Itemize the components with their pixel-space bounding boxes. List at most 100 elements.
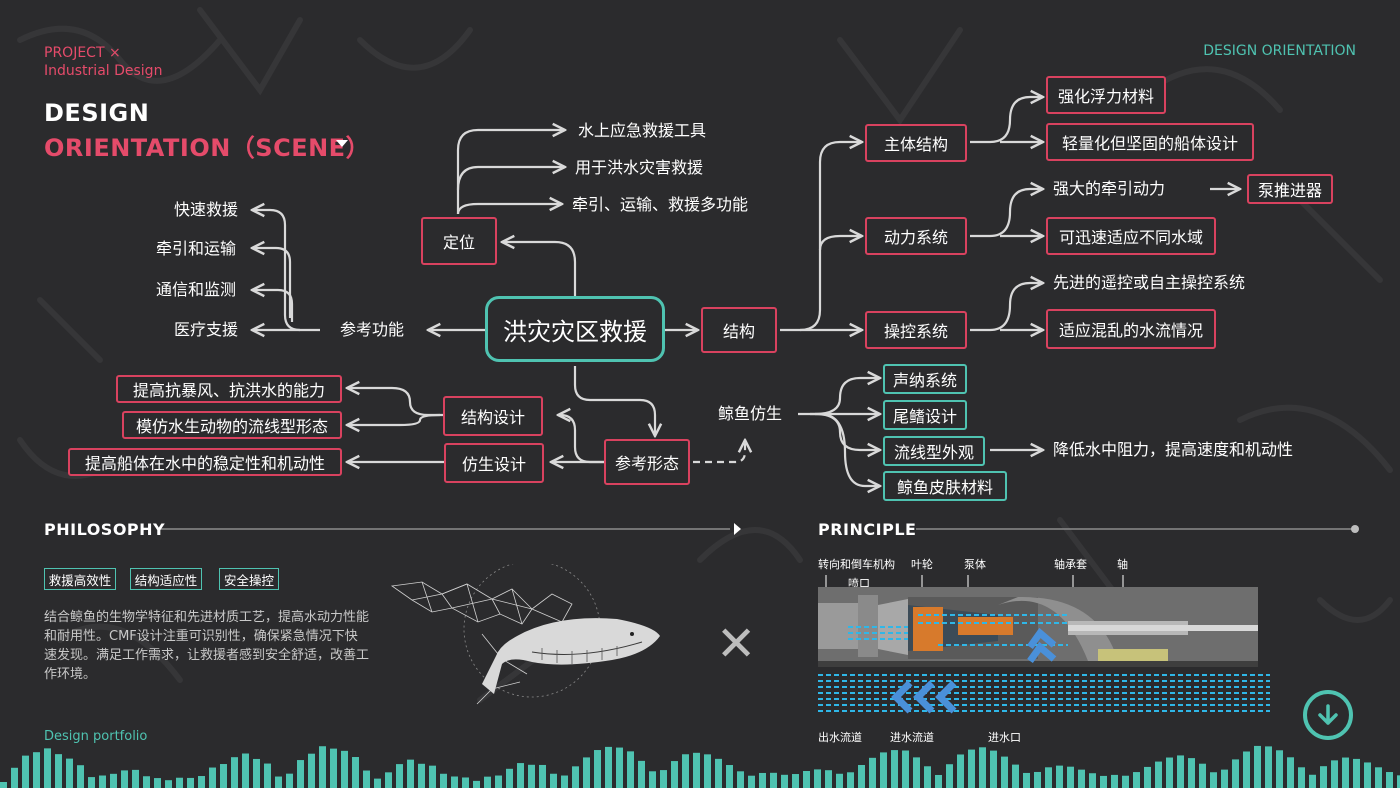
equalizer-bar — [550, 773, 557, 788]
caret-down-icon[interactable] — [336, 140, 348, 147]
equalizer-bar — [660, 770, 667, 788]
equalizer-bar — [143, 776, 150, 788]
equalizer-bar — [330, 748, 337, 788]
equalizer-bar — [363, 770, 370, 788]
bionic-design-item: 提高船体在水中的稳定性和机动性 — [68, 448, 342, 476]
equalizer-bar — [1232, 759, 1239, 788]
equalizer-bar — [407, 759, 414, 788]
equalizer-bar — [187, 777, 194, 788]
equalizer-bar — [1353, 758, 1360, 788]
main-structure-item: 轻量化但坚固的船体设计 — [1046, 123, 1254, 161]
positioning-item: 水上应急救援工具 — [578, 121, 707, 140]
equalizer-bar — [682, 754, 689, 788]
equalizer-bar — [352, 757, 359, 788]
principle-label: 转向和倒车机构 — [818, 558, 895, 571]
equalizer-bar — [1199, 763, 1206, 788]
project-label: PROJECT × Industrial Design — [44, 44, 162, 80]
equalizer-bar — [1111, 774, 1118, 788]
equalizer-bar — [957, 754, 964, 788]
equalizer-bar — [462, 777, 469, 788]
equalizer-bar — [1386, 772, 1393, 788]
whale-feature: 声纳系统 — [883, 364, 967, 394]
equalizer-bar — [1056, 765, 1063, 788]
equalizer-bar — [264, 763, 271, 788]
equalizer-bar — [1221, 769, 1228, 788]
equalizer-bar — [715, 758, 722, 788]
equalizer-bar — [121, 770, 128, 788]
bionic-design-node[interactable]: 仿生设计 — [444, 443, 544, 483]
project-line: PROJECT × — [44, 45, 121, 61]
equalizer-bar — [1045, 767, 1052, 788]
power-system-item: 可迅速适应不同水域 — [1046, 217, 1216, 255]
philosophy-tag: 救援高效性 — [44, 568, 116, 590]
equalizer-bar — [1122, 775, 1129, 788]
control-system-node[interactable]: 操控系统 — [865, 311, 967, 349]
equalizer-bar — [528, 764, 535, 788]
equalizer-bar — [418, 763, 425, 788]
philosophy-paragraph: 结合鲸鱼的生物学特征和先进材质工艺，提高水动力性能和耐用性。CMF设计注重可识别… — [44, 610, 370, 682]
equalizer-bar — [1276, 750, 1283, 788]
main-structure-item: 强化浮力材料 — [1046, 76, 1166, 114]
equalizer-bar — [231, 757, 238, 788]
project-subtitle: Industrial Design — [44, 63, 163, 79]
equalizer-bar — [968, 749, 975, 788]
center-node[interactable]: 洪灾灾区救援 — [485, 296, 665, 362]
equalizer-bar — [88, 777, 95, 788]
equalizer-bar — [198, 776, 205, 788]
equalizer-bar — [935, 774, 942, 788]
equalizer-bar — [66, 758, 73, 788]
whale-bionic-node[interactable]: 鲸鱼仿生 — [718, 404, 783, 423]
waterjet-diagram — [818, 575, 1270, 714]
equalizer-bar — [902, 750, 909, 788]
x-mark-icon: ✕ — [716, 616, 757, 672]
equalizer-bars — [0, 745, 1400, 788]
structure-node[interactable]: 结构 — [701, 307, 777, 353]
equalizer-bar — [671, 761, 678, 788]
equalizer-bar — [176, 777, 183, 788]
equalizer-bar — [253, 758, 260, 788]
equalizer-bar — [1298, 767, 1305, 788]
equalizer-bar — [1309, 774, 1316, 788]
structure-design-node[interactable]: 结构设计 — [443, 396, 543, 436]
equalizer-bar — [946, 764, 953, 788]
principle-label: 喷口 — [848, 577, 870, 590]
equalizer-bar — [759, 772, 766, 788]
equalizer-bar — [979, 747, 986, 788]
equalizer-bar — [1155, 761, 1162, 788]
structure-design-item: 提高抗暴风、抗洪水的能力 — [116, 375, 342, 403]
function-node[interactable]: 参考功能 — [340, 320, 405, 339]
structure-design-item: 模仿水生动物的流线型形态 — [122, 411, 342, 439]
equalizer-bar — [55, 754, 62, 788]
equalizer-bar — [374, 778, 381, 788]
equalizer-bar — [0, 782, 7, 788]
principle-heading: PRINCIPLE — [818, 520, 917, 539]
equalizer-bar — [1078, 769, 1085, 788]
equalizer-bar — [638, 760, 645, 788]
main-structure-node[interactable]: 主体结构 — [865, 124, 967, 162]
function-item: 通信和监测 — [156, 280, 237, 299]
equalizer-bar — [484, 776, 491, 788]
download-button[interactable] — [1303, 690, 1353, 740]
philosophy-tag: 安全操控 — [219, 568, 279, 590]
positioning-node[interactable]: 定位 — [421, 217, 497, 265]
equalizer-bar — [132, 769, 139, 788]
equalizer-bar — [825, 770, 832, 788]
equalizer-bar — [495, 775, 502, 788]
equalizer-bar — [781, 774, 788, 788]
equalizer-bar — [110, 773, 117, 788]
equalizer-bar — [704, 754, 711, 788]
equalizer-bar — [814, 769, 821, 788]
equalizer-bar — [1331, 760, 1338, 788]
form-node[interactable]: 参考形态 — [604, 439, 690, 485]
equalizer-bar — [539, 764, 546, 788]
equalizer-bar — [1287, 757, 1294, 788]
equalizer-bar — [572, 766, 579, 788]
equalizer-bar — [308, 753, 315, 788]
equalizer-bar — [1210, 772, 1217, 788]
power-system-node[interactable]: 动力系统 — [865, 217, 967, 255]
equalizer-bar — [605, 746, 612, 788]
principle-label: 泵体 — [964, 558, 986, 571]
principle-label: 叶轮 — [911, 558, 933, 571]
page-title: DESIGN — [44, 99, 150, 127]
